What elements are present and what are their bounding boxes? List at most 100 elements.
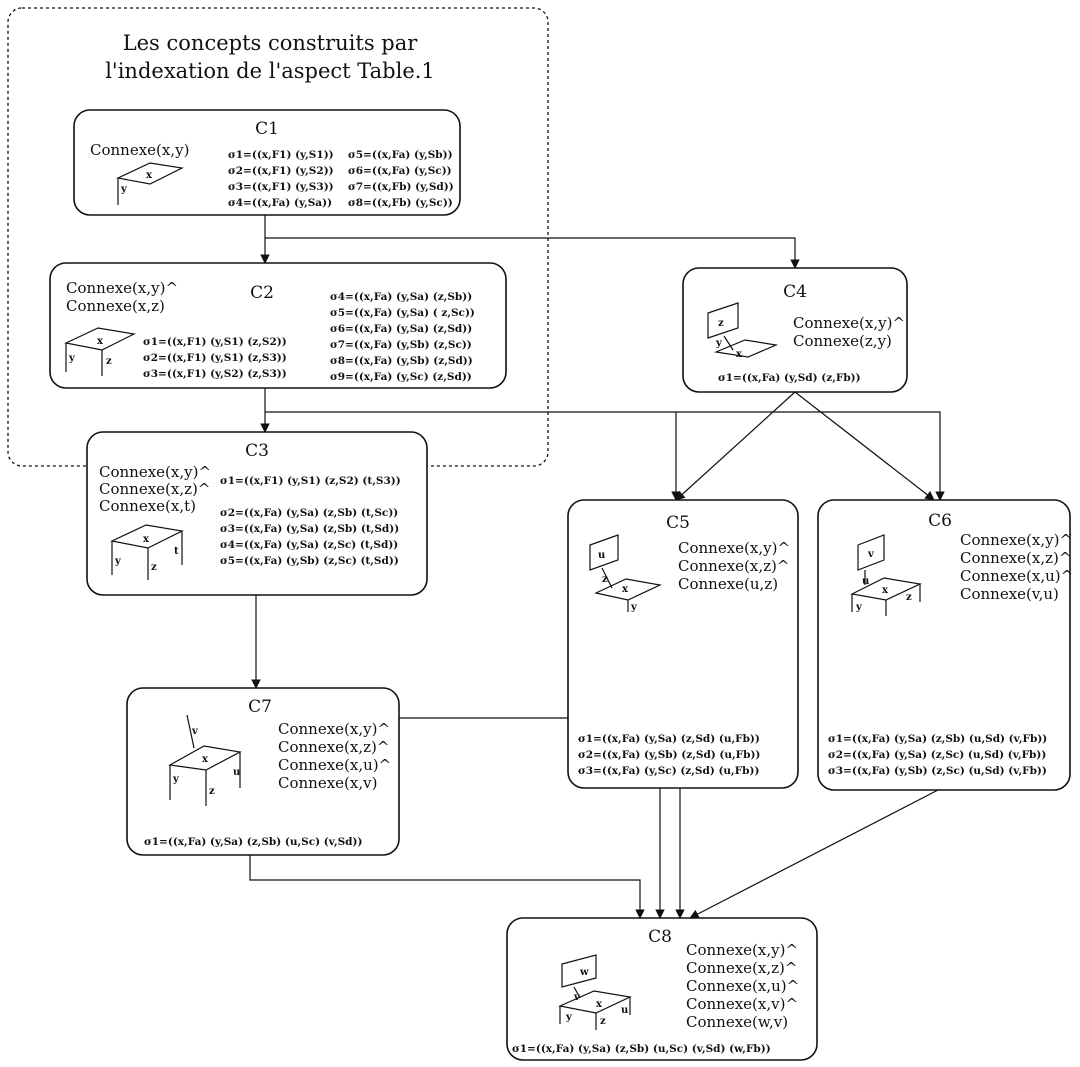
group-title-line-1: Les concepts construits par	[123, 31, 419, 55]
svg-text:x: x	[622, 584, 629, 595]
c8-relation-4: Connexe(x,v)^	[686, 995, 798, 1013]
c3-relation-2: Connexe(x,z)^	[99, 480, 210, 498]
edge-c4-c5	[675, 391, 796, 501]
edge-c4-c6	[794, 391, 935, 501]
svg-text:σ7=((x,Fa) (y,Sb) (z,Sc)): σ7=((x,Fa) (y,Sb) (z,Sc))	[330, 339, 472, 351]
svg-text:y: y	[565, 1012, 573, 1023]
c3-relation-1: Connexe(x,y)^	[99, 463, 211, 481]
svg-text:t: t	[174, 546, 179, 557]
c3-sigmas: σ2=((x,Fa) (y,Sa) (z,Sb) (t,Sc)) σ3=((x,…	[220, 507, 399, 567]
svg-text:σ8=((x,Fa) (y,Sb) (z,Sd)): σ8=((x,Fa) (y,Sb) (z,Sd))	[330, 355, 473, 367]
svg-text:σ1=((x,F1) (y,S1) (z,S2)): σ1=((x,F1) (y,S1) (z,S2))	[143, 336, 287, 348]
svg-text:σ4=((x,Fa) (y,Sa) (z,Sb)): σ4=((x,Fa) (y,Sa) (z,Sb))	[330, 291, 472, 303]
c6-table-sketch: v u x y z	[850, 534, 922, 616]
svg-text:x: x	[736, 349, 743, 360]
svg-text:σ2=((x,F1) (y,S2)): σ2=((x,F1) (y,S2))	[228, 165, 334, 177]
svg-text:σ3=((x,Fa) (y,Sb) (z,Sc) (u,Sd: σ3=((x,Fa) (y,Sb) (z,Sc) (u,Sd) (v,Fb))	[828, 765, 1047, 777]
svg-text:w: w	[579, 967, 589, 978]
svg-text:z: z	[718, 318, 724, 329]
svg-text:x: x	[146, 170, 153, 181]
svg-text:σ2=((x,Fa) (y,Sa) (z,Sb) (t,Sc: σ2=((x,Fa) (y,Sa) (z,Sb) (t,Sc))	[220, 507, 398, 519]
c8-sigma-1: σ1=((x,Fa) (y,Sa) (z,Sb) (u,Sc) (v,Sd) (…	[512, 1043, 771, 1055]
c6-relation-1: Connexe(x,y)^	[960, 531, 1072, 549]
svg-text:z: z	[906, 592, 912, 603]
concept-c7: C7 Connexe(x,y)^ Connexe(x,z)^ Connexe(x…	[126, 687, 400, 856]
concept-c1: C1 Connexe(x,y) σ1=((x,F1) (y,S1)) σ2=((…	[73, 109, 461, 216]
c3-table-sketch: x y z t	[110, 524, 184, 580]
c3-sigma-1: σ1=((x,F1) (y,S1) (z,S2) (t,S3))	[220, 475, 401, 487]
svg-text:x: x	[596, 999, 603, 1010]
c5-relation-3: Connexe(u,z)	[678, 575, 778, 593]
c4-relation-1: Connexe(x,y)^	[793, 314, 905, 332]
edge-c7-c8	[249, 855, 645, 919]
svg-text:σ5=((x,Fa) (y,Sb)): σ5=((x,Fa) (y,Sb))	[348, 149, 453, 161]
svg-text:u: u	[862, 576, 869, 587]
concept-c8-name: C8	[648, 927, 672, 947]
svg-text:σ2=((x,Fa) (y,Sa) (z,Sc) (u,Sd: σ2=((x,Fa) (y,Sa) (z,Sc) (u,Sd) (v,Fb))	[828, 749, 1046, 761]
c7-sigma-1: σ1=((x,Fa) (y,Sa) (z,Sb) (u,Sc) (v,Sd))	[144, 836, 362, 848]
c2-relation-1: Connexe(x,y)^	[66, 279, 178, 297]
svg-text:y: y	[120, 184, 128, 195]
c8-relation-1: Connexe(x,y)^	[686, 941, 798, 959]
edge-c6-c8	[689, 789, 939, 919]
svg-text:σ3=((x,F1) (y,S3)): σ3=((x,F1) (y,S3))	[228, 181, 334, 193]
svg-text:σ4=((x,Fa) (y,Sa)): σ4=((x,Fa) (y,Sa))	[228, 197, 332, 209]
svg-text:z: z	[602, 574, 608, 585]
svg-text:σ6=((x,Fa) (y,Sc)): σ6=((x,Fa) (y,Sc))	[348, 165, 452, 177]
svg-text:z: z	[209, 786, 215, 797]
c7-relation-1: Connexe(x,y)^	[278, 720, 390, 738]
concept-c4: C4 Connexe(x,y)^ Connexe(z,y) σ1=((x,Fa)…	[682, 267, 908, 393]
svg-text:u: u	[233, 767, 240, 778]
svg-text:z: z	[106, 356, 112, 367]
group-title-line-2: l'indexation de l'aspect Table.1	[105, 59, 435, 83]
c1-table-sketch: x y	[116, 162, 184, 205]
svg-text:v: v	[867, 549, 875, 560]
svg-text:σ1=((x,Fa) (y,Sa) (z,Sd) (u,Fb: σ1=((x,Fa) (y,Sa) (z,Sd) (u,Fb))	[578, 733, 760, 745]
c5-relation-1: Connexe(x,y)^	[678, 539, 790, 557]
c6-relation-4: Connexe(v,u)	[960, 585, 1059, 603]
svg-text:σ1=((x,Fa) (y,Sa) (z,Sb) (u,Sd: σ1=((x,Fa) (y,Sa) (z,Sb) (u,Sd) (v,Fb))	[828, 733, 1047, 745]
svg-text:σ1=((x,F1) (y,S1)): σ1=((x,F1) (y,S1))	[228, 149, 334, 161]
svg-text:σ3=((x,F1) (y,S2) (z,S3)): σ3=((x,F1) (y,S2) (z,S3))	[143, 368, 287, 380]
c1-sigmas-left: σ1=((x,F1) (y,S1)) σ2=((x,F1) (y,S2)) σ3…	[228, 149, 334, 209]
svg-text:y: y	[630, 602, 638, 613]
svg-text:u: u	[598, 550, 605, 561]
c6-sigmas: σ1=((x,Fa) (y,Sa) (z,Sb) (u,Sd) (v,Fb)) …	[828, 733, 1047, 777]
c1-relation-1: Connexe(x,y)	[90, 141, 189, 159]
svg-text:σ3=((x,Fa) (y,Sc) (z,Sd) (u,Fb: σ3=((x,Fa) (y,Sc) (z,Sd) (u,Fb))	[578, 765, 759, 777]
svg-text:y: y	[855, 602, 863, 613]
concept-c7-name: C7	[248, 697, 272, 717]
concept-c4-name: C4	[783, 282, 807, 302]
c8-relation-5: Connexe(w,v)	[686, 1013, 788, 1031]
svg-text:z: z	[600, 1016, 606, 1027]
svg-text:x: x	[97, 336, 104, 347]
svg-text:v: v	[573, 992, 581, 1003]
svg-text:σ2=((x,Fa) (y,Sb) (z,Sd) (u,Fb: σ2=((x,Fa) (y,Sb) (z,Sd) (u,Fb))	[578, 749, 760, 761]
svg-text:σ8=((x,Fb) (y,Sc)): σ8=((x,Fb) (y,Sc))	[348, 197, 453, 209]
svg-text:y: y	[68, 353, 76, 364]
concept-c1-name: C1	[255, 119, 279, 139]
svg-text:σ6=((x,Fa) (y,Sa) (z,Sd)): σ6=((x,Fa) (y,Sa) (z,Sd))	[330, 323, 472, 335]
c3-relation-3: Connexe(x,t)	[99, 497, 196, 515]
c4-table-sketch: z y x	[707, 302, 779, 360]
concept-c6: C6 Connexe(x,y)^ Connexe(x,z)^ Connexe(x…	[817, 499, 1073, 791]
c4-relation-2: Connexe(z,y)	[793, 332, 892, 350]
svg-text:σ7=((x,Fb) (y,Sd)): σ7=((x,Fb) (y,Sd))	[348, 181, 454, 193]
c2-table-sketch: x y z	[64, 327, 136, 376]
c7-table-sketch: v x y z u	[168, 714, 242, 806]
concept-c3-name: C3	[245, 441, 269, 461]
concept-c2-name: C2	[250, 283, 274, 303]
svg-text:y: y	[114, 556, 122, 567]
svg-text:σ9=((x,Fa) (y,Sc) (z,Sd)): σ9=((x,Fa) (y,Sc) (z,Sd))	[330, 371, 472, 383]
c7-relation-2: Connexe(x,z)^	[278, 738, 389, 756]
svg-text:y: y	[172, 774, 180, 785]
c6-relation-3: Connexe(x,u)^	[960, 567, 1073, 585]
svg-text:x: x	[202, 754, 209, 765]
c5-relation-2: Connexe(x,z)^	[678, 557, 789, 575]
svg-text:σ5=((x,Fa) (y,Sa) ( z,Sc)): σ5=((x,Fa) (y,Sa) ( z,Sc))	[330, 307, 475, 319]
svg-text:σ5=((x,Fa) (y,Sb) (z,Sc) (t,Sd: σ5=((x,Fa) (y,Sb) (z,Sc) (t,Sd))	[220, 555, 399, 567]
svg-text:y: y	[715, 338, 723, 349]
c7-relation-3: Connexe(x,u)^	[278, 756, 391, 774]
c2-sigmas-left: σ1=((x,F1) (y,S1) (z,S2)) σ2=((x,F1) (y,…	[143, 336, 287, 380]
